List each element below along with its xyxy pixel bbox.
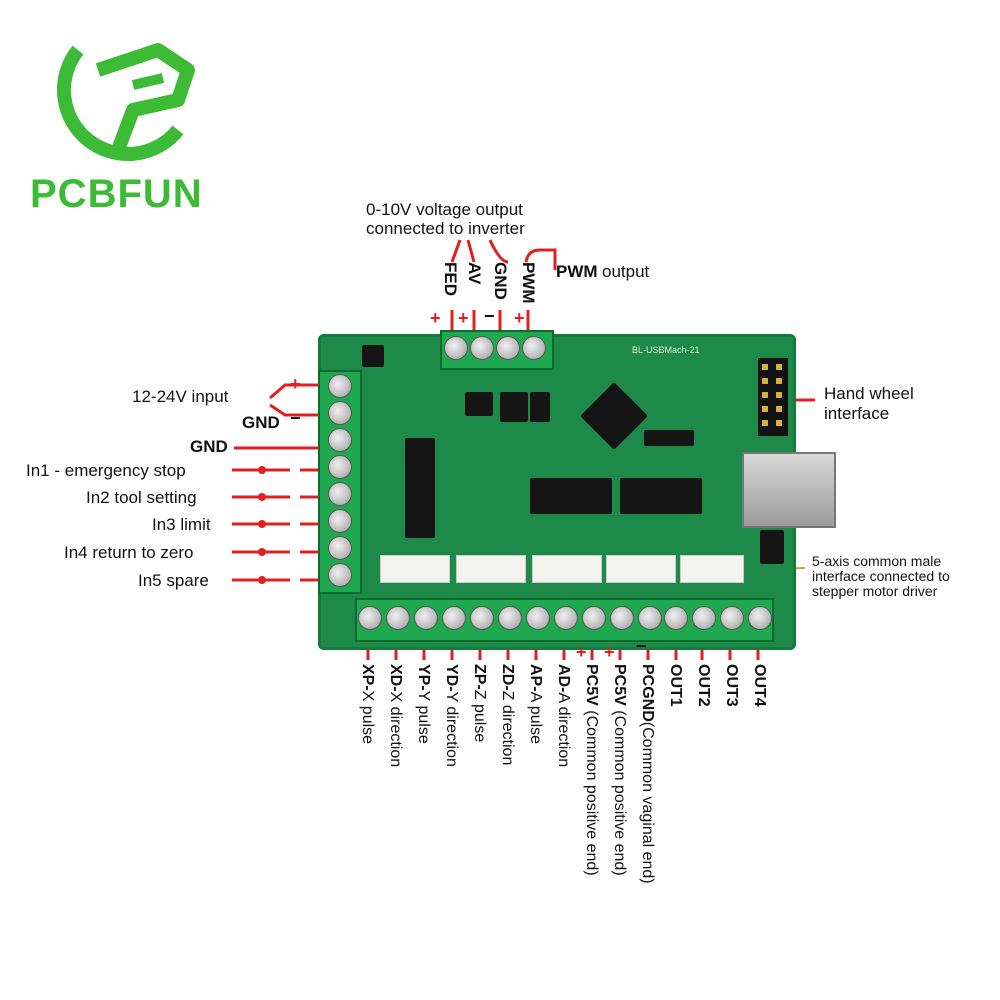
bottom-pin-out1: OUT1 xyxy=(667,664,684,707)
bottom-pin-out3: OUT3 xyxy=(723,664,740,707)
axis-interface-line1: 5-axis common male xyxy=(812,553,942,569)
pwm-pin-label: PWM xyxy=(519,262,538,304)
bottom-pin-yd: YD-Y direction xyxy=(443,664,460,767)
input-3-label: In3 limit xyxy=(152,515,211,534)
power-input-label: 12-24V input xyxy=(132,387,229,406)
board-model-label: BL-USBMach-21 xyxy=(632,345,700,355)
av-pin-label: AV xyxy=(465,262,484,285)
transistor xyxy=(530,392,550,422)
pwm-output-text: output xyxy=(602,262,650,281)
screw xyxy=(328,401,352,425)
transistor xyxy=(500,392,528,422)
transistor xyxy=(465,392,493,416)
axis-connector-y xyxy=(456,555,526,583)
bottom-pin-pcgnd: PCGND(Common vaginal end) xyxy=(639,664,656,884)
power-gnd-label: GND xyxy=(242,413,280,432)
gnd-minus-marker: − xyxy=(484,306,495,326)
bottom-pin-xp: XP-X pulse xyxy=(359,664,376,745)
handwheel-label-line1: Hand wheel xyxy=(824,384,914,403)
input-1-label: In1 - emergency stop xyxy=(26,461,186,480)
bottom-pin-out4: OUT4 xyxy=(751,664,768,707)
bottom-pin-xd: XD-X direction xyxy=(387,664,404,768)
screw xyxy=(328,482,352,506)
usb-port xyxy=(742,452,836,528)
screw xyxy=(386,606,410,630)
screw xyxy=(522,336,546,360)
axis-interface-line3: stepper motor driver xyxy=(812,583,938,599)
regulator xyxy=(760,530,784,564)
screw xyxy=(610,606,634,630)
screw xyxy=(328,374,352,398)
input-4-label: In4 return to zero xyxy=(64,543,194,562)
screw xyxy=(664,606,688,630)
driver-ic xyxy=(530,478,612,514)
screw xyxy=(328,428,352,452)
power-minus-marker: − xyxy=(290,408,301,428)
axis-interface-line2: interface connected to xyxy=(812,568,950,584)
gnd-pin-label: GND xyxy=(491,262,510,300)
axis-connector-a xyxy=(606,555,676,583)
bottom-pin-zp: ZP-Z pulse xyxy=(471,664,488,743)
screw xyxy=(498,606,522,630)
power-plus-marker: + xyxy=(290,374,301,394)
handwheel-header xyxy=(758,358,788,436)
bottom-pin-out2: OUT2 xyxy=(695,664,712,707)
screw xyxy=(444,336,468,360)
pc5v-plus-marker: + xyxy=(576,642,587,662)
pcgnd-minus-marker: − xyxy=(636,636,647,656)
screw xyxy=(638,606,662,630)
bottom-pin-zd: ZD-Z direction xyxy=(499,664,516,766)
inverter-title-line1: 0-10V voltage output xyxy=(366,200,523,219)
screw xyxy=(582,606,606,630)
screw xyxy=(554,606,578,630)
screw xyxy=(328,563,352,587)
screw xyxy=(748,606,772,630)
bottom-pin-pc5v-2: PC5V (Common positive end) xyxy=(611,664,628,876)
pwm-plus-marker: + xyxy=(514,308,525,328)
bottom-pin-ap: AP-A pulse xyxy=(527,664,544,745)
screw xyxy=(414,606,438,630)
av-plus-marker: + xyxy=(458,308,469,328)
optocoupler-array xyxy=(405,438,435,538)
inputs-gnd-label: GND xyxy=(190,437,228,456)
regulator xyxy=(362,345,384,367)
screw xyxy=(720,606,744,630)
screw xyxy=(328,509,352,533)
driver-ic xyxy=(620,478,702,514)
screw xyxy=(496,336,520,360)
bottom-pin-ad: AD-A direction xyxy=(555,664,572,768)
axis-connector-b xyxy=(680,555,744,583)
screw xyxy=(328,455,352,479)
screw xyxy=(470,606,494,630)
inverter-title-line2: connected to inverter xyxy=(366,219,525,238)
screw xyxy=(526,606,550,630)
input-5-label: In5 spare xyxy=(138,571,209,590)
pwm-output-bold: PWM xyxy=(556,262,598,281)
bottom-pin-yp: YP-Y pulse xyxy=(415,664,432,744)
brand-logo xyxy=(38,30,208,180)
screw xyxy=(442,606,466,630)
fed-pin-label: FED xyxy=(441,262,460,296)
brand-name: PCBFUN xyxy=(30,172,203,216)
pc5v-plus-marker: + xyxy=(604,642,615,662)
screw xyxy=(692,606,716,630)
pcbfun-logo-icon xyxy=(57,43,195,162)
axis-connector-z xyxy=(532,555,602,583)
screw xyxy=(470,336,494,360)
screw xyxy=(328,536,352,560)
fed-plus-marker: + xyxy=(430,308,441,328)
handwheel-label-line2: interface xyxy=(824,404,890,423)
axis-connector-x xyxy=(380,555,450,583)
screw xyxy=(358,606,382,630)
header-pins xyxy=(644,430,694,446)
bottom-pin-pc5v-1: PC5V (Common positive end) xyxy=(583,664,600,876)
input-2-label: In2 tool setting xyxy=(86,488,197,507)
